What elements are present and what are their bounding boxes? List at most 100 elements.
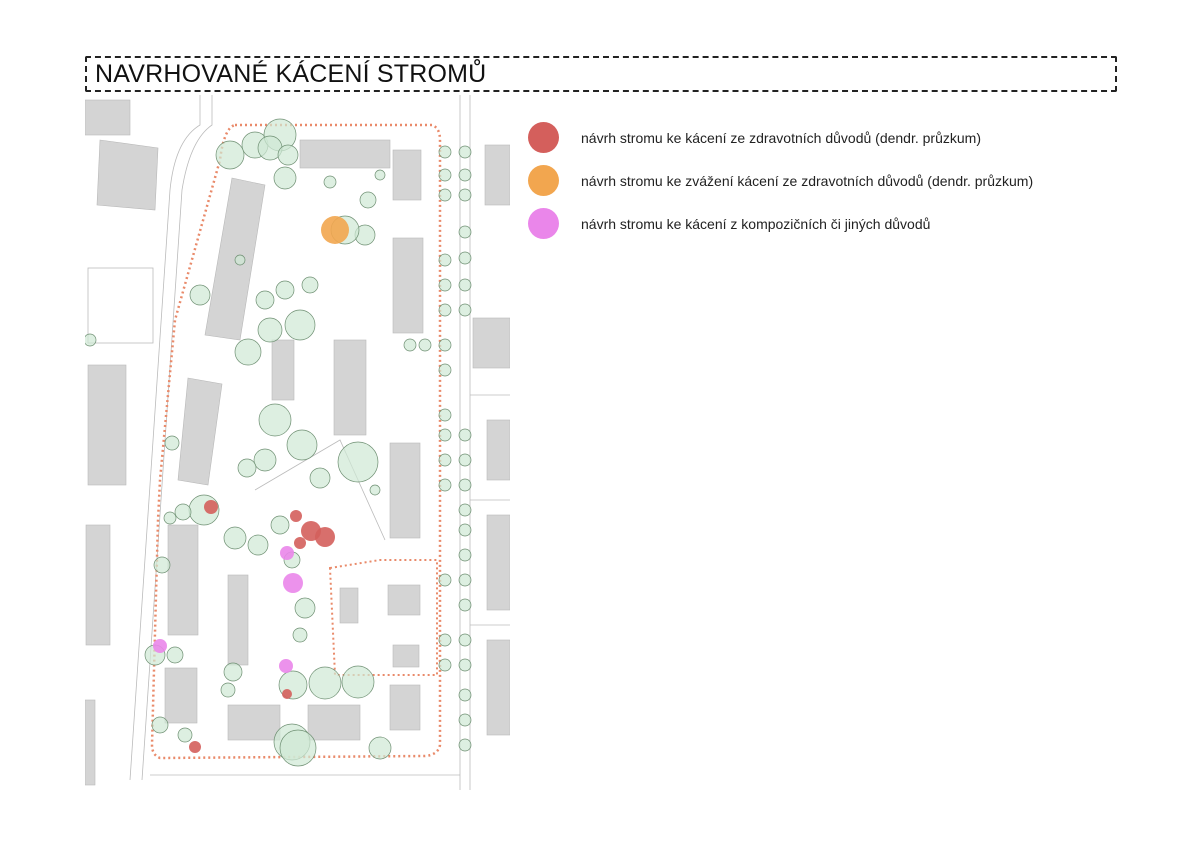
tree-canopy: [369, 484, 381, 496]
tree-canopy: [438, 428, 452, 442]
tree-canopy: [458, 145, 472, 159]
composition-felling-marker: [283, 573, 303, 593]
red-dot-icon: [528, 122, 559, 153]
tree-canopy: [309, 467, 331, 489]
tree-canopy: [189, 284, 211, 306]
tree-canopy: [458, 658, 472, 672]
health-felling-marker: [290, 510, 302, 522]
legend-label: návrh stromu ke kácení z kompozičních či…: [581, 215, 931, 232]
tree-canopy: [308, 666, 342, 700]
tree-canopy: [458, 713, 472, 727]
tree-canopy: [255, 290, 275, 310]
site-map: [85, 95, 510, 790]
tree-canopy: [458, 503, 472, 517]
tree-canopy: [151, 716, 169, 734]
legend: návrh stromu ke kácení ze zdravotních dů…: [528, 116, 1033, 245]
tree-canopy: [223, 662, 243, 682]
existing-trees: [85, 118, 472, 767]
tree-canopy: [301, 276, 319, 294]
tree-canopy: [374, 169, 386, 181]
tree-canopy: [458, 278, 472, 292]
tree-canopy: [234, 338, 262, 366]
tree-canopy: [166, 646, 184, 664]
tree-canopy: [237, 458, 257, 478]
tree-canopy: [438, 408, 452, 422]
tree-canopy: [253, 448, 277, 472]
tree-canopy: [458, 428, 472, 442]
tree-canopy: [270, 515, 290, 535]
tree-canopy: [163, 511, 177, 525]
tree-canopy: [286, 429, 318, 461]
legend-item-composition: návrh stromu ke kácení z kompozičních či…: [528, 202, 1033, 245]
tree-canopy: [294, 597, 316, 619]
tree-canopy: [284, 309, 316, 341]
legend-item-consider: návrh stromu ke zvážení kácení ze zdravo…: [528, 159, 1033, 202]
tree-canopy: [438, 633, 452, 647]
tree-canopy: [247, 534, 269, 556]
tree-canopy: [458, 168, 472, 182]
tree-canopy: [359, 191, 377, 209]
tree-canopy: [234, 254, 246, 266]
health-felling-marker: [204, 500, 218, 514]
consider-felling-marker: [321, 216, 349, 244]
tree-canopy: [458, 225, 472, 239]
legend-label: návrh stromu ke kácení ze zdravotních dů…: [581, 129, 981, 146]
felling-markers: [153, 216, 349, 753]
tree-canopy: [458, 633, 472, 647]
title-frame: NAVRHOVANÉ KÁCENÍ STROMŮ: [85, 56, 1117, 92]
legend-item-health: návrh stromu ke kácení ze zdravotních dů…: [528, 116, 1033, 159]
tree-canopy: [438, 145, 452, 159]
tree-canopy: [458, 688, 472, 702]
tree-canopy: [458, 188, 472, 202]
tree-canopy: [341, 665, 375, 699]
tree-canopy: [458, 598, 472, 612]
tree-canopy: [438, 278, 452, 292]
tree-canopy: [438, 453, 452, 467]
pink-dot-icon: [528, 208, 559, 239]
buildings: [85, 99, 510, 786]
sub-boundary: [328, 559, 438, 676]
composition-felling-marker: [153, 639, 167, 653]
roads: [87, 95, 510, 790]
health-felling-marker: [294, 537, 306, 549]
page-title: NAVRHOVANÉ KÁCENÍ STROMŮ: [95, 60, 487, 88]
tree-canopy: [458, 478, 472, 492]
composition-felling-marker: [279, 659, 293, 673]
tree-canopy: [220, 682, 236, 698]
tree-canopy: [403, 338, 417, 352]
tree-canopy: [458, 303, 472, 317]
tree-canopy: [273, 166, 297, 190]
tree-canopy: [164, 435, 180, 451]
tree-canopy: [337, 441, 379, 483]
tree-canopy: [223, 526, 247, 550]
tree-canopy: [458, 573, 472, 587]
tree-canopy: [368, 736, 392, 760]
tree-canopy: [277, 144, 299, 166]
tree-canopy: [458, 548, 472, 562]
tree-canopy: [458, 453, 472, 467]
tree-canopy: [438, 338, 452, 352]
tree-canopy: [292, 627, 308, 643]
tree-canopy: [153, 556, 171, 574]
tree-canopy: [257, 317, 283, 343]
orange-dot-icon: [528, 165, 559, 196]
tree-canopy: [275, 280, 295, 300]
tree-canopy: [438, 303, 452, 317]
tree-canopy: [438, 363, 452, 377]
legend-label: návrh stromu ke zvážení kácení ze zdravo…: [581, 172, 1034, 189]
tree-canopy: [438, 658, 452, 672]
tree-canopy: [458, 523, 472, 537]
tree-canopy: [438, 573, 452, 587]
tree-canopy: [438, 188, 452, 202]
tree-canopy: [215, 140, 245, 170]
tree-canopy: [438, 168, 452, 182]
tree-canopy: [258, 403, 292, 437]
health-felling-marker: [315, 527, 335, 547]
tree-canopy: [438, 478, 452, 492]
tree-canopy: [177, 727, 193, 743]
composition-felling-marker: [280, 546, 294, 560]
tree-canopy: [418, 338, 432, 352]
tree-canopy: [279, 729, 317, 767]
tree-canopy: [458, 738, 472, 752]
tree-canopy: [438, 253, 452, 267]
